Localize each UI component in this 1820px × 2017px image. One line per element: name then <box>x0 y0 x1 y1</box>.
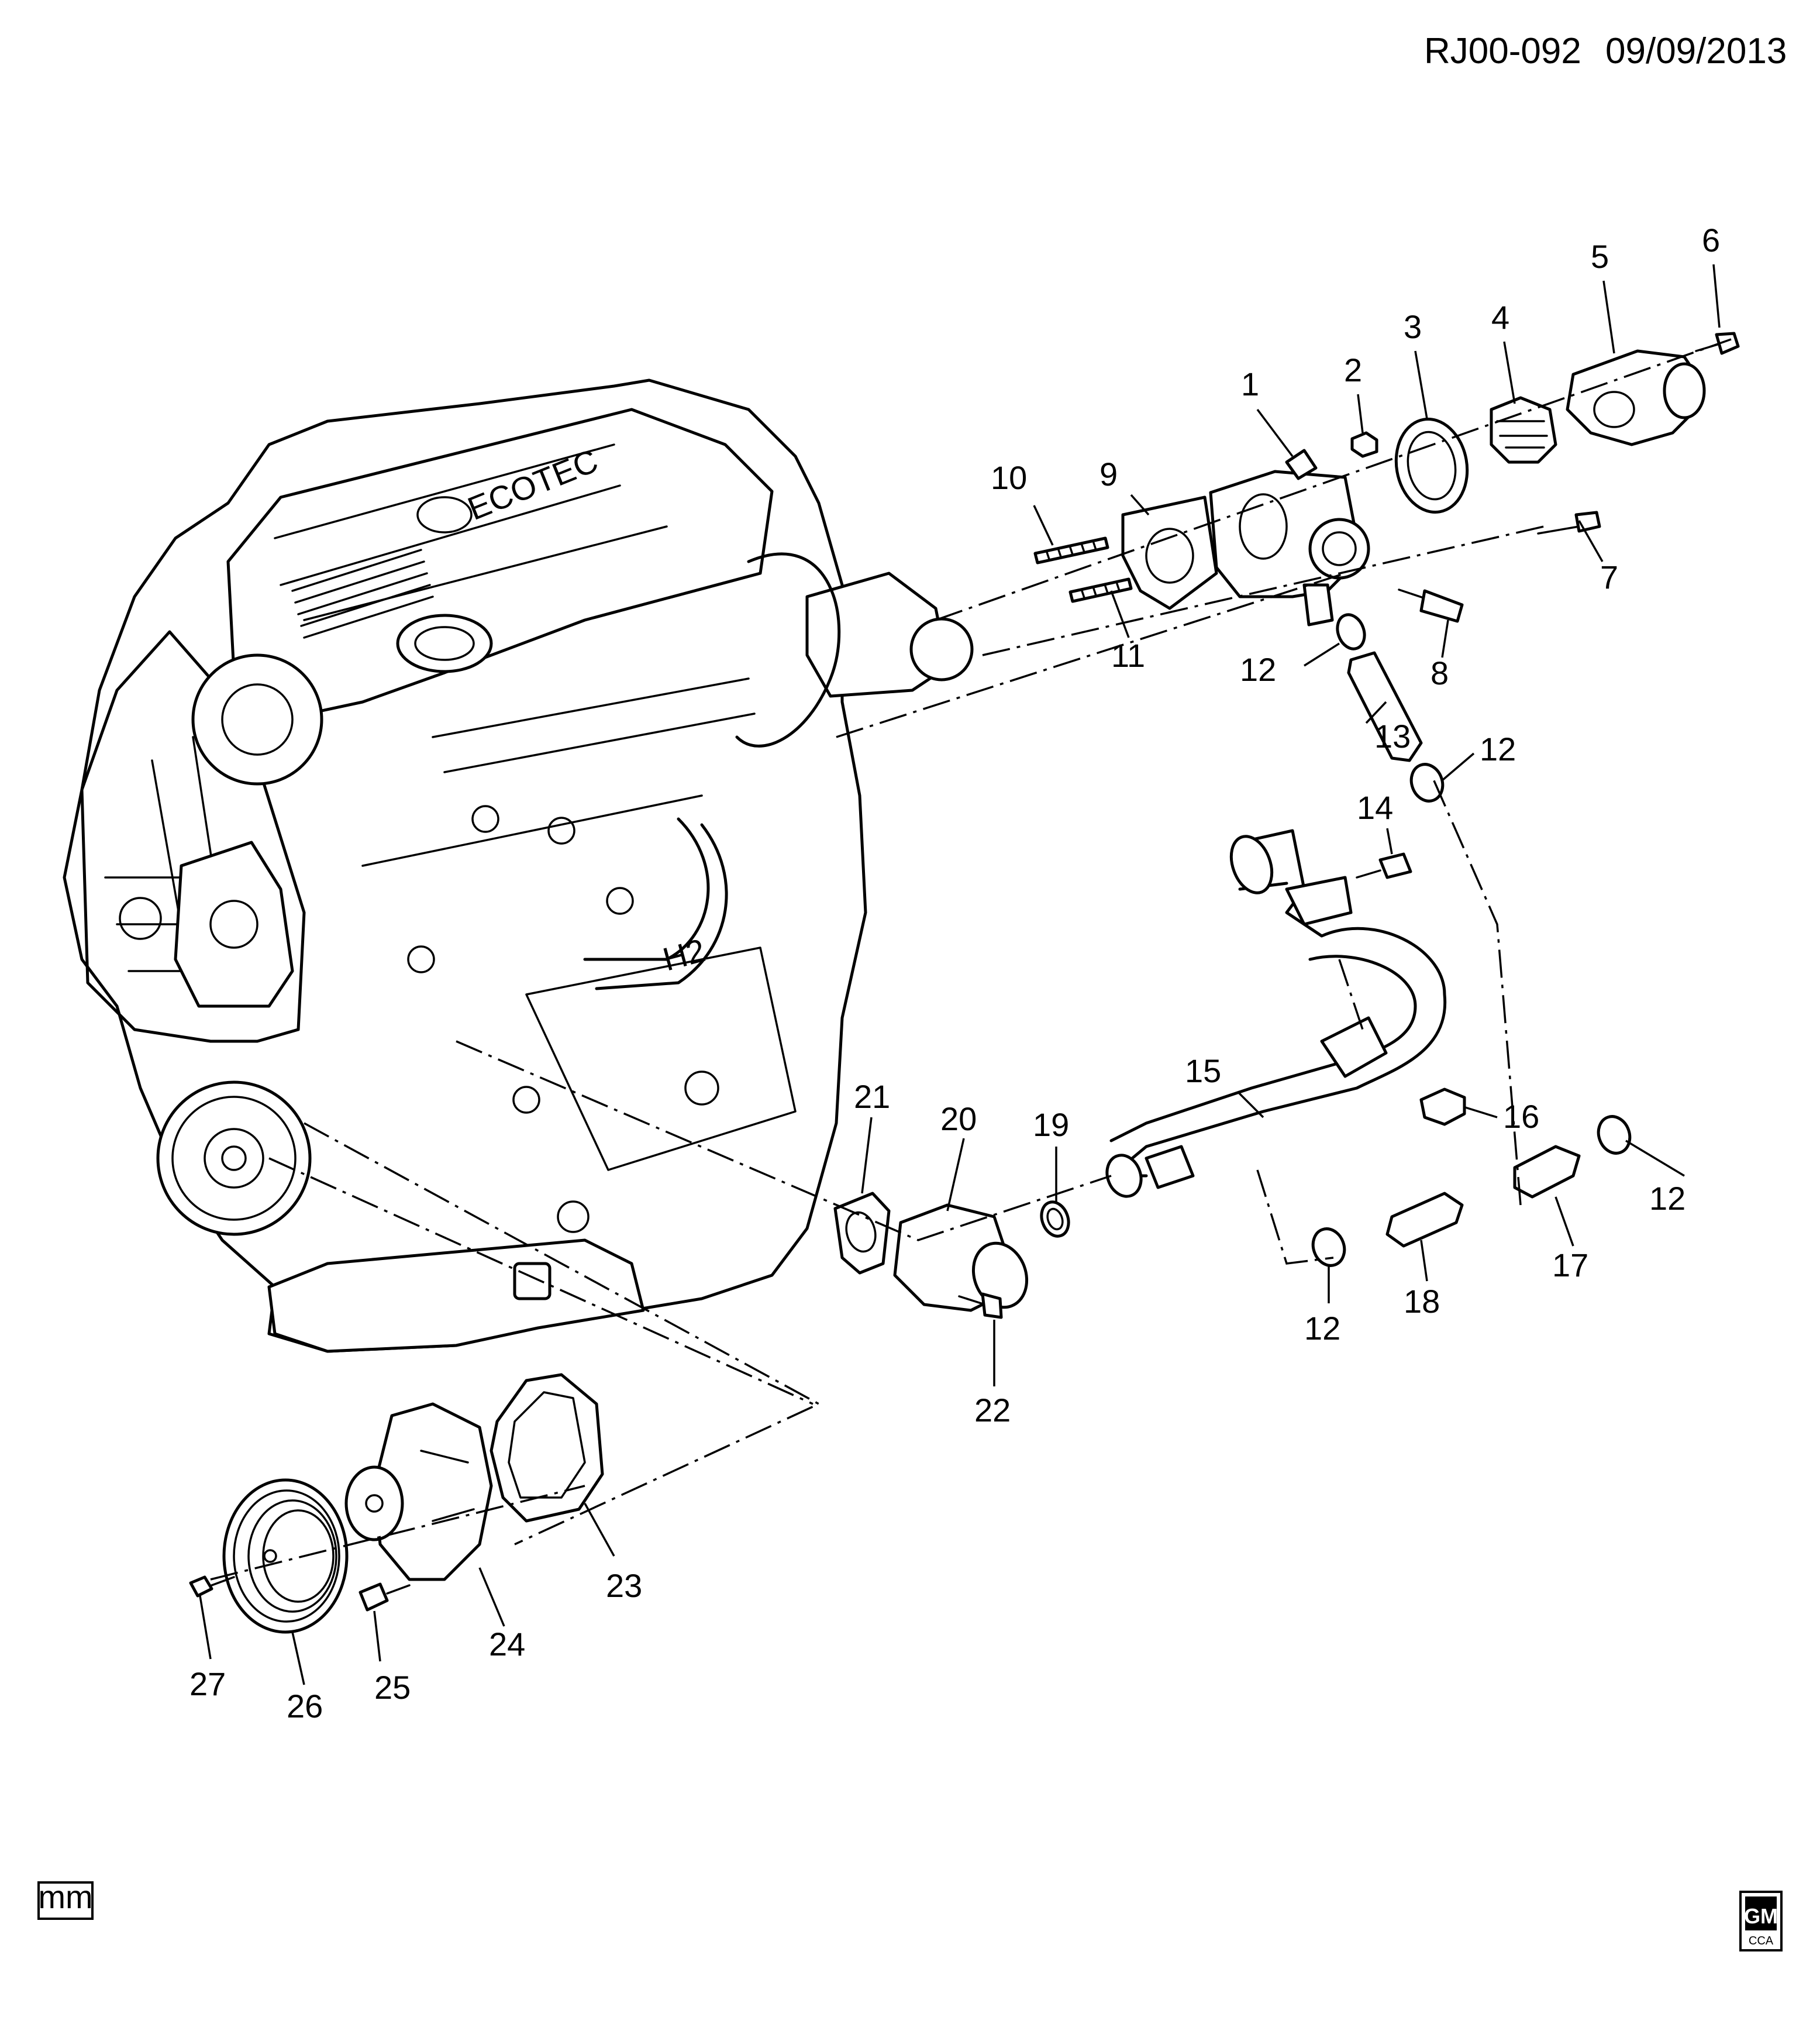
inlet-gasket <box>833 1192 891 1275</box>
thermostat <box>1490 396 1557 464</box>
callout-8: 8 <box>1431 655 1449 691</box>
callout-19: 19 <box>1033 1106 1069 1143</box>
drain-plug <box>1419 1087 1466 1126</box>
callout-20: 20 <box>940 1100 977 1137</box>
stud-10 <box>1033 536 1109 565</box>
units-label: mm <box>38 1878 92 1915</box>
callout-27: 27 <box>189 1665 226 1702</box>
callout-4: 4 <box>1491 299 1509 336</box>
callout-12a: 12 <box>1240 651 1276 688</box>
temperature-sensor <box>1398 588 1464 623</box>
callout-24: 24 <box>489 1626 525 1663</box>
callout-10: 10 <box>991 459 1027 496</box>
stud-11 <box>1068 577 1133 603</box>
bypass-hose <box>1347 651 1423 762</box>
water-pump <box>344 1402 493 1581</box>
diagram-date: 09/09/2013 <box>1605 31 1787 71</box>
callout-26: 26 <box>287 1688 323 1725</box>
bolt-27 <box>189 1575 235 1598</box>
callout-14: 14 <box>1357 789 1393 826</box>
callout-numbers: 1 2 3 4 5 6 7 8 9 10 11 12 12 12 12 13 1… <box>189 222 1720 1725</box>
callout-25: 25 <box>374 1669 411 1706</box>
callout-22: 22 <box>974 1392 1011 1429</box>
gm-logo-subtext: CCA <box>1749 1935 1774 1947</box>
coolant-outlet <box>1566 349 1706 446</box>
bolt-14 <box>1356 852 1412 879</box>
water-pump-gasket <box>490 1373 604 1523</box>
units-box: mm <box>37 1878 94 1920</box>
gm-logo: GM CCA <box>1739 1891 1783 1951</box>
callout-11: 11 <box>1111 637 1145 674</box>
hose-clamp <box>1311 613 1632 1267</box>
seal-ring <box>1394 418 1469 514</box>
housing-gasket <box>1121 495 1218 610</box>
callout-12d: 12 <box>1304 1310 1340 1347</box>
callout-12b: 12 <box>1480 731 1516 767</box>
callout-1: 1 <box>1241 366 1259 402</box>
callout-15: 15 <box>1185 1052 1221 1089</box>
water-pump-pulley <box>222 1478 349 1634</box>
callout-leaders <box>199 264 1721 1685</box>
callout-13: 13 <box>1374 718 1411 755</box>
bolt-22 <box>958 1292 1003 1319</box>
bolt-25 <box>359 1582 411 1612</box>
callout-21: 21 <box>854 1078 890 1115</box>
stud-bolt-7 <box>1537 511 1601 535</box>
engine-assembly: ECOTEC H2 <box>63 378 974 1353</box>
thermostat-housing <box>1209 449 1370 627</box>
callout-16: 16 <box>1503 1098 1539 1135</box>
coolant-inlet-housing <box>893 1203 1029 1312</box>
callout-7: 7 <box>1600 559 1618 596</box>
nut <box>1350 431 1378 458</box>
coolant-pipe <box>1105 829 1447 1198</box>
callout-18: 18 <box>1404 1283 1440 1320</box>
callout-23: 23 <box>606 1567 642 1604</box>
diagram-code: RJ00-092 <box>1424 31 1581 71</box>
hose-17 <box>1513 1145 1581 1199</box>
gm-logo-text: GM <box>1744 1904 1778 1928</box>
callout-5: 5 <box>1591 238 1609 275</box>
o-ring <box>1040 1200 1070 1238</box>
callout-17: 17 <box>1552 1247 1588 1283</box>
callout-9: 9 <box>1099 456 1118 493</box>
callout-12c: 12 <box>1649 1180 1685 1217</box>
callout-3: 3 <box>1404 308 1422 345</box>
bolt-6 <box>1695 332 1740 355</box>
hose-18 <box>1385 1192 1464 1248</box>
callout-2: 2 <box>1344 352 1362 388</box>
callout-6: 6 <box>1702 222 1720 259</box>
